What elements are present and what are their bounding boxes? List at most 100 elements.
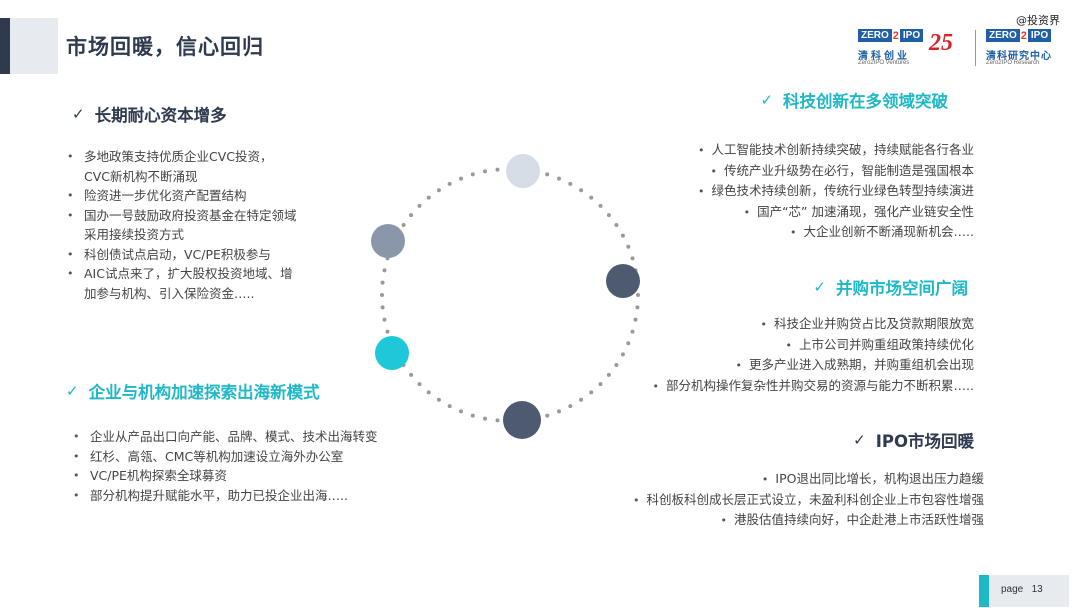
bullet-icon: • xyxy=(652,379,660,393)
page-number: page 13 xyxy=(1001,584,1043,595)
ring-dot xyxy=(557,409,561,414)
page-number-value: 13 xyxy=(1031,584,1043,595)
bullet-icon: • xyxy=(710,164,717,178)
logo-ipo-text: IPO xyxy=(899,29,924,42)
ring-dot xyxy=(459,409,463,414)
ring-dot xyxy=(470,172,475,177)
list-item-text: 绿色技术持续创新，传统行业绿色转型持续演进 xyxy=(711,183,974,198)
research-cn-name: 清科研究中心 xyxy=(986,51,1052,62)
cycle-diagram xyxy=(371,154,640,439)
ring-dot xyxy=(598,382,603,387)
research-en-name: Zero2IPO Research xyxy=(986,60,1040,66)
ipo-market-list: •IPO退出同比增长，机构退出压力趋缓•科创板科创成长层正式设立，未盈利科创企业… xyxy=(633,469,984,531)
ring-dot xyxy=(426,195,431,200)
logo-ipo-text: IPO xyxy=(1027,29,1052,42)
list-item: CVC新机构不断涌现 xyxy=(84,168,198,184)
list-item: •国产“芯” 加速涌现，强化产业链安全性 xyxy=(698,202,974,223)
ring-dot xyxy=(614,363,619,367)
list-item: •IPO退出同比增长，机构退出压力趋缓 xyxy=(633,469,984,490)
list-item-text: IPO退出同比增长，机构退出压力趋缓 xyxy=(775,471,984,486)
section-title: 科技创新在多领域突破 xyxy=(783,92,948,111)
list-item-text: 上市公司并购重组政策持续优化 xyxy=(798,336,974,352)
anniversary-25-logo: 25 xyxy=(929,30,953,56)
ring-dot xyxy=(436,188,441,193)
list-item: •人工智能技术创新持续突破，持续赋能各行各业 xyxy=(698,140,974,161)
ring-dot xyxy=(633,317,638,322)
section-overseas-heading: ✓ 企业与机构加速探索出海新模式 xyxy=(66,379,320,403)
list-item: 科创债试点启动，VC/PE积极参与 xyxy=(67,245,297,265)
check-icon: ✓ xyxy=(760,91,773,109)
ring-dot xyxy=(382,317,387,322)
ring-dot xyxy=(495,418,500,423)
bullet-icon: • xyxy=(632,493,640,507)
ring-dot xyxy=(636,293,640,297)
bullet-icon: • xyxy=(785,338,792,352)
ring-dot xyxy=(606,213,611,218)
section-tech-innovation-heading: ✓ 科技创新在多领域突破 xyxy=(760,88,948,112)
list-item: 采用接续投资方式 xyxy=(84,227,185,242)
long-term-capital-list: 多地政策支持优质企业CVC投资，CVC新机构不断涌现险资进一步优化资产配置结构国… xyxy=(67,147,297,303)
ring-dot xyxy=(380,293,384,297)
list-item: •科创板科创成长层正式设立，未盈利科创企业上市包容性增强 xyxy=(633,490,984,511)
list-item-text: 部分机构操作复杂性并购交易的资源与能力不断积累….. xyxy=(666,377,974,393)
list-item: • 港股估值持续向好，中企赴港上市活跃性增强 xyxy=(633,510,984,531)
ventures-cn-name: 清科创业 xyxy=(858,51,910,62)
ring-dot xyxy=(589,195,594,200)
ventures-en-name: Zero2IPO Ventures xyxy=(858,60,910,66)
page-label: page xyxy=(1001,584,1024,595)
ring-dot xyxy=(568,404,573,409)
bullet-icon: • xyxy=(720,514,727,527)
ring-dot xyxy=(579,188,584,193)
ring-dot xyxy=(557,176,561,181)
list-item-text: 更多产业进入成熟期，并购重组机会出现 xyxy=(748,357,974,372)
bullet-icon: • xyxy=(743,205,751,219)
ring-dot xyxy=(382,268,387,273)
title-accent-bar xyxy=(0,18,10,74)
list-item-text: 传统产业升级势在必行，智能制造是强国根本 xyxy=(723,162,974,178)
list-item: 红杉、高瓴、CMC等机构加速设立海外办公室 xyxy=(73,447,378,467)
brand-logos: ZERO 2 IPO 清科创业 Zero2IPO Ventures 25 ZER… xyxy=(856,24,1056,72)
ring-dot xyxy=(545,413,550,418)
ring-dot xyxy=(630,329,635,334)
list-item: 多地政策支持优质企业CVC投资， xyxy=(67,147,297,167)
logo-divider xyxy=(975,30,976,66)
ring-dot xyxy=(417,203,422,208)
section-ma-market-heading: ✓ 并购市场空间广阔 xyxy=(813,275,968,299)
logo-two-text: 2 xyxy=(1020,29,1027,42)
ring-dot xyxy=(626,244,631,249)
list-item: •绿色技术持续创新，传统行业绿色转型持续演进 xyxy=(698,181,974,202)
logo-zero-text: ZERO xyxy=(986,29,1020,42)
cycle-node-right xyxy=(606,264,640,298)
zero2ipo-research-logo: ZERO 2 IPO xyxy=(986,28,1052,43)
ring-dot xyxy=(447,181,452,186)
ring-dot xyxy=(409,213,414,218)
logo-two-text: 2 xyxy=(892,29,899,42)
list-item: • 部分机构操作复杂性并购交易的资源与能力不断积累….. xyxy=(653,376,974,397)
check-icon: ✓ xyxy=(853,431,866,449)
cycle-ring-dots xyxy=(380,167,640,423)
ring-dot xyxy=(635,305,640,310)
cycle-node-top xyxy=(506,154,540,188)
list-item-text: 港股估值持续向好，中企赴港上市活跃性增强 xyxy=(733,512,984,527)
section-title: 并购市场空间广阔 xyxy=(836,279,968,298)
check-icon: ✓ xyxy=(66,382,79,400)
ring-dot xyxy=(606,372,611,377)
watermark: @投资界 xyxy=(1016,14,1060,27)
ring-dot xyxy=(630,256,635,261)
title-band xyxy=(10,18,58,74)
ring-dot xyxy=(545,172,550,177)
bullet-icon: • xyxy=(760,318,767,331)
list-item: • 更多产业进入成熟期，并购重组机会出现 xyxy=(653,355,974,376)
ring-dot xyxy=(401,223,406,227)
cycle-node-bottom xyxy=(503,401,541,439)
page-title: 市场回暖，信心回归 xyxy=(66,35,264,59)
list-item: 国办一号鼓励政府投资基金在特定领域 xyxy=(67,206,297,226)
ring-dot xyxy=(598,203,603,208)
ring-dot xyxy=(470,413,475,418)
list-item: •科技企业并购贷占比及贷款期限放宽 xyxy=(653,314,974,335)
ring-dot xyxy=(483,416,487,421)
list-item: •大企业创新不断涌现新机会….. xyxy=(698,222,974,243)
list-item: 加参与机构、引入保险资金….. xyxy=(84,285,255,301)
list-item: • 传统产业升级势在必行，智能制造是强国根本 xyxy=(698,161,974,182)
bullet-icon: • xyxy=(735,359,742,372)
